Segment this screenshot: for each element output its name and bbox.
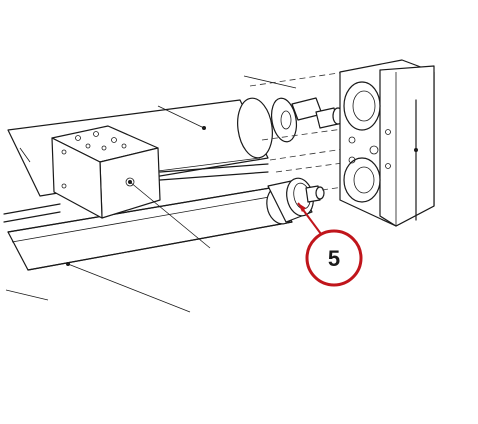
callout-label-5: 5 <box>328 246 340 271</box>
piston-disk-assembly <box>270 97 344 143</box>
leader-lines <box>5 75 297 313</box>
tie-rods <box>3 163 269 223</box>
end-cap-part-5 <box>267 177 325 223</box>
end-housing <box>339 59 435 227</box>
callout-ring <box>305 229 363 287</box>
callout-5: 5 <box>297 202 363 287</box>
